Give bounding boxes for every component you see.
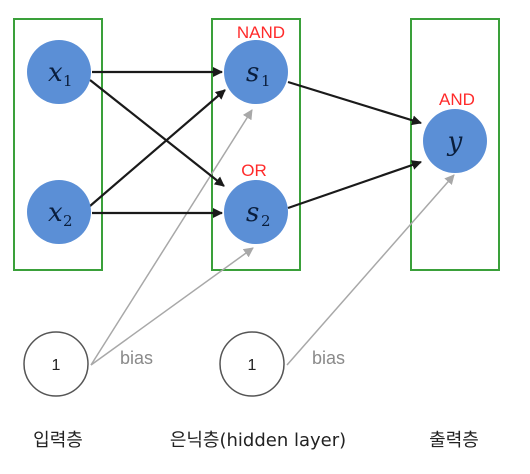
- bias-label-input: bias: [120, 348, 153, 368]
- node-x2-var: x: [48, 198, 63, 228]
- node-s2-var: s: [246, 198, 259, 228]
- bias-unit-input-value: 1: [52, 357, 61, 374]
- output-layer-box: [410, 18, 500, 271]
- layer-caption-input: 입력층: [33, 430, 83, 451]
- layer-caption-hidden: 은닉층(hidden layer): [170, 430, 346, 451]
- bias-edge-2-to-y: [286, 174, 455, 366]
- hidden-layer-box: [211, 18, 301, 271]
- node-x2: x 2: [27, 180, 91, 244]
- node-x2-sub: 2: [63, 212, 73, 230]
- bias-unit-hidden: 1: [219, 331, 285, 397]
- node-s1-var: s: [246, 58, 259, 88]
- input-layer-box: [13, 18, 103, 271]
- node-x1-var: x: [48, 58, 63, 88]
- node-y: y: [423, 109, 487, 173]
- node-s2: s 2: [224, 180, 288, 244]
- edge-s1-to-y: [287, 80, 422, 126]
- edge-x2-to-s1: [89, 89, 226, 207]
- node-s2-sub: 2: [261, 212, 271, 230]
- bias-unit-input: 1: [23, 331, 89, 397]
- edge-s2-to-y: [287, 160, 422, 210]
- bias-edge-1-to-s1: [90, 109, 253, 366]
- gate-label-nand: NAND: [237, 23, 285, 42]
- bias-label-hidden: bias: [312, 348, 345, 368]
- node-s1-sub: 1: [261, 72, 271, 90]
- layer-caption-output: 출력층: [429, 430, 479, 451]
- node-x1-sub: 1: [63, 72, 73, 90]
- edge-x1-to-s2: [89, 79, 225, 187]
- bias-unit-hidden-value: 1: [248, 357, 257, 374]
- gate-label-and: AND: [439, 90, 475, 109]
- node-x1: x 1: [27, 40, 91, 104]
- node-s1: s 1: [224, 40, 288, 104]
- gate-label-or: OR: [241, 161, 267, 180]
- node-y-var: y: [447, 127, 463, 157]
- bias-edge-1-to-s2: [90, 247, 254, 366]
